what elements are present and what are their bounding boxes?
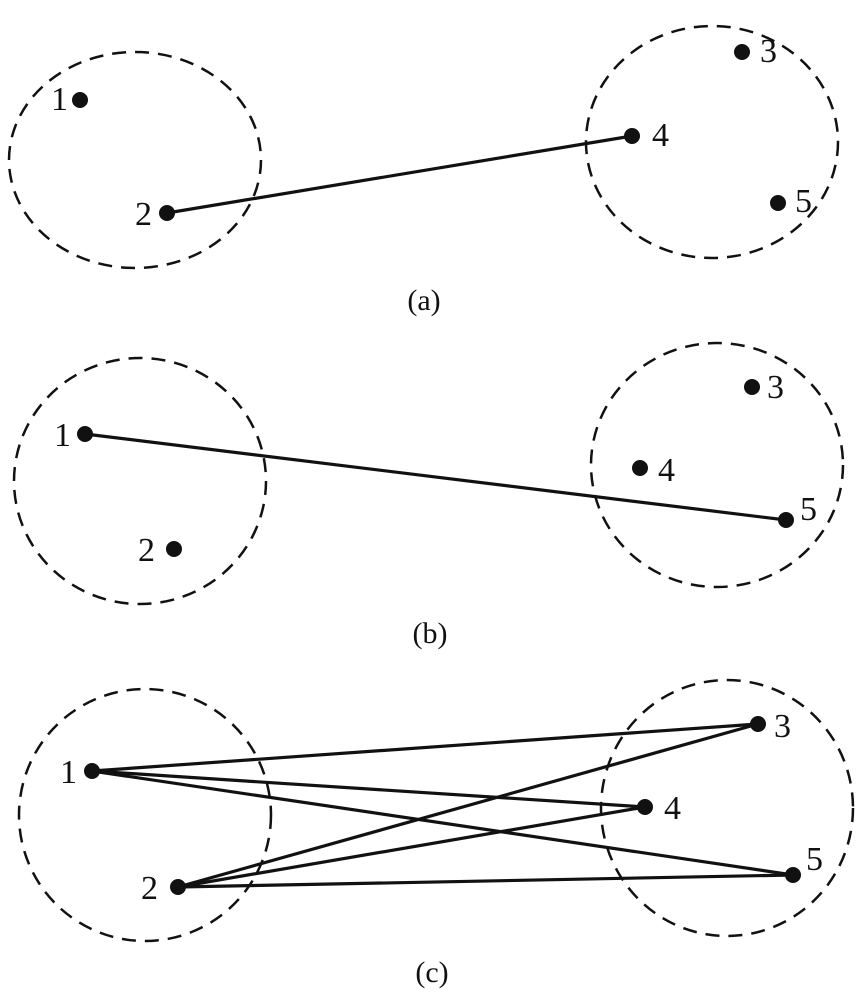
node-label-2: 2 — [138, 532, 155, 569]
left-group-circle — [12, 356, 268, 606]
node-label-3: 3 — [760, 33, 777, 70]
node-3 — [750, 716, 766, 732]
node-2 — [170, 879, 186, 895]
node-4 — [624, 128, 640, 144]
node-1 — [77, 426, 93, 442]
left-group-circle — [17, 687, 273, 943]
node-1 — [84, 763, 100, 779]
node-5 — [770, 195, 786, 211]
node-label-5: 5 — [806, 841, 823, 878]
panel-caption: (c) — [415, 956, 448, 989]
edge-2-3 — [177, 722, 759, 889]
edge-2-4 — [177, 805, 646, 889]
node-label-3: 3 — [774, 708, 791, 745]
node-2 — [159, 205, 175, 221]
panel-b: 1 2 3 4 5 (b) — [12, 341, 845, 650]
left-group-circle — [7, 50, 263, 270]
node-label-4: 4 — [658, 452, 675, 489]
right-group-circle — [584, 24, 840, 260]
panel-caption: (b) — [413, 617, 448, 650]
node-label-4: 4 — [652, 117, 669, 154]
node-label-1: 1 — [54, 417, 71, 454]
node-label-2: 2 — [135, 196, 152, 233]
node-label-3: 3 — [767, 369, 784, 406]
edge-1-4 — [91, 769, 646, 809]
node-1 — [72, 92, 88, 108]
node-label-2: 2 — [141, 870, 158, 907]
right-group-circle — [599, 678, 855, 938]
edge-2-4 — [166, 134, 633, 215]
node-label-1: 1 — [51, 81, 68, 118]
panel-caption: (a) — [407, 284, 440, 317]
node-5 — [778, 512, 794, 528]
node-3 — [744, 379, 760, 395]
edge-1-5 — [91, 769, 794, 877]
right-group-circle — [589, 341, 845, 589]
edge-1-3 — [91, 722, 759, 773]
node-label-5: 5 — [800, 491, 817, 528]
edge-1-5 — [84, 432, 787, 522]
node-4 — [632, 460, 648, 476]
node-2 — [166, 541, 182, 557]
node-label-4: 4 — [664, 790, 681, 827]
node-label-5: 5 — [795, 183, 812, 220]
node-4 — [637, 799, 653, 815]
edge-2-5 — [177, 873, 794, 889]
panel-c: 1 2 3 4 5 (c) — [17, 678, 855, 989]
panel-a: 1 2 3 4 5 (a) — [7, 24, 840, 317]
node-3 — [734, 44, 750, 60]
node-5 — [785, 867, 801, 883]
node-label-1: 1 — [60, 754, 77, 791]
